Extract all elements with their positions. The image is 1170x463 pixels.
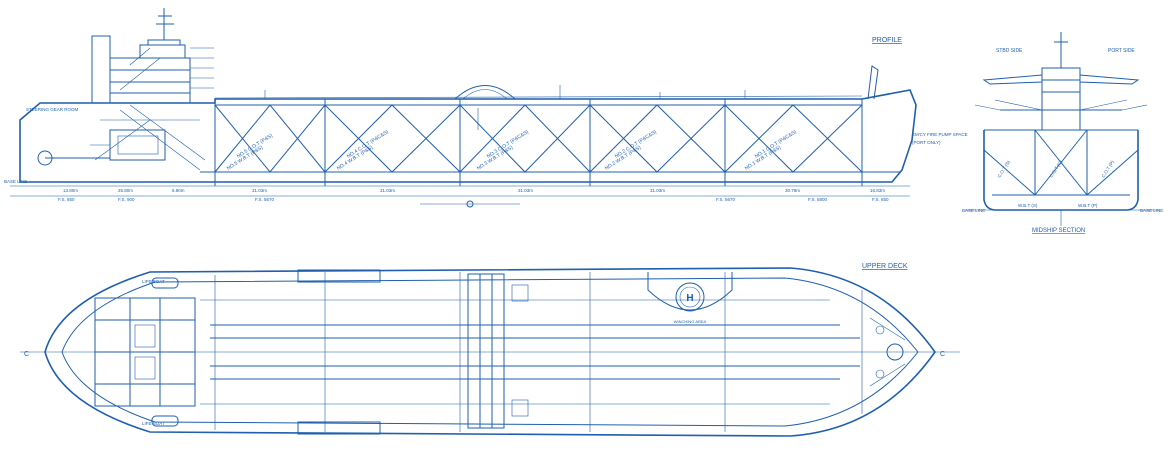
centerline-marker: C: [24, 351, 29, 358]
midship-section-view: STBD SIDE PORT SIDE C.O.T (S) C.O.T (C) …: [962, 32, 1163, 234]
life-boats: LIFE BOAT LIFE BOAT: [142, 277, 179, 427]
profile-superstructure: [91, 8, 214, 104]
life-boat-label: LIFE BOAT: [142, 279, 165, 284]
emergency-fire-pump-label: EM'CY FIRE PUMP SPACE: [912, 132, 968, 137]
frame-spacing-label: F.S. 5670: [255, 197, 275, 202]
upper-deck-view: UPPER DECK: [20, 263, 960, 437]
profile-dimensions: 13.80m 26.80m 6.90m 31.03m 31.03m 31.03m…: [58, 188, 889, 208]
frame-spacing-label: F.S. 5800: [808, 197, 828, 202]
life-boat-label: LIFE BOAT: [142, 421, 165, 426]
helideck-caption: WINCHING AREA: [674, 319, 707, 324]
dimension-label: 26.80m: [118, 188, 133, 193]
profile-hull-outline: [19, 89, 917, 183]
profile-engine-room: [37, 104, 206, 171]
life-boat-port: [151, 415, 179, 427]
dimension-label: 13.80m: [63, 188, 78, 193]
stbd-side-label: STBD SIDE: [996, 48, 1023, 54]
midship-wbt-label: W.B.T (P): [1078, 203, 1098, 208]
midship-tank-label: C.O.T (S): [997, 159, 1012, 178]
cargo-manifold: [297, 269, 529, 435]
dimension-label: 6.90m: [172, 188, 185, 193]
frame-spacing-label: F.S. 850: [872, 197, 889, 202]
pipe-rack-line: [214, 95, 863, 99]
bridge-wing-stbd: [982, 74, 1043, 85]
port-only-label: (PORT ONLY): [912, 140, 941, 145]
profile-tank-labels: NO.5 C.O.T (P&S) NO.5 W.B.T (P&S) NO.4 C…: [226, 129, 798, 172]
frame-spacing-label: F.S. 850: [58, 197, 75, 202]
steering-gear-room-label: STEERING GEAR ROOM: [26, 107, 79, 112]
midship-wbt-label: W.B.T (S): [1018, 203, 1038, 208]
dimension-label: 31.03m: [518, 188, 533, 193]
upper-deck-title: UPPER DECK: [862, 263, 908, 270]
dimension-label: 31.03m: [252, 188, 267, 193]
profile-view: PROFILE NO.5 C.O.T (P&S) NO.5 W.B.T (P&S…: [4, 8, 968, 208]
profile-bulkheads: [214, 99, 863, 186]
life-boat-starboard: [151, 277, 179, 289]
profile-title: PROFILE: [872, 37, 902, 44]
helideck: H WINCHING AREA: [647, 272, 733, 324]
profile-base-line-label: BASE LINE: [4, 179, 27, 184]
helideck-h-marking: H: [686, 293, 693, 304]
dimension-label: 31.03m: [650, 188, 665, 193]
dimension-label: 16.83m: [870, 188, 885, 193]
frame-spacing-label: F.S. 5670: [716, 197, 736, 202]
port-side-label: PORT SIDE: [1108, 48, 1135, 54]
dimension-label: 31.03m: [380, 188, 395, 193]
bridge-wing-port: [1079, 74, 1140, 85]
profile-tank-bracing: [214, 104, 863, 173]
frame-spacing-label: F.S. 900: [118, 197, 135, 202]
midship-tank-label: C.O.T (P): [1101, 159, 1116, 178]
deck-frames: [214, 272, 863, 432]
midship-tank-label: C.O.T (C): [1049, 159, 1064, 179]
centerline-marker: C: [940, 351, 945, 358]
accommodation-plan: [94, 297, 196, 407]
midship-base-line-label: BASE LINE: [962, 208, 985, 213]
midship-deckhouse: [1041, 67, 1081, 111]
midship-base-line-label: BASE LINE: [1140, 208, 1163, 213]
midship-title: MIDSHIP SECTION: [1032, 228, 1085, 234]
dimension-label: 30.79m: [785, 188, 800, 193]
bow-mooring-equipment: [869, 317, 906, 387]
profile-deck-fittings: [264, 65, 879, 130]
